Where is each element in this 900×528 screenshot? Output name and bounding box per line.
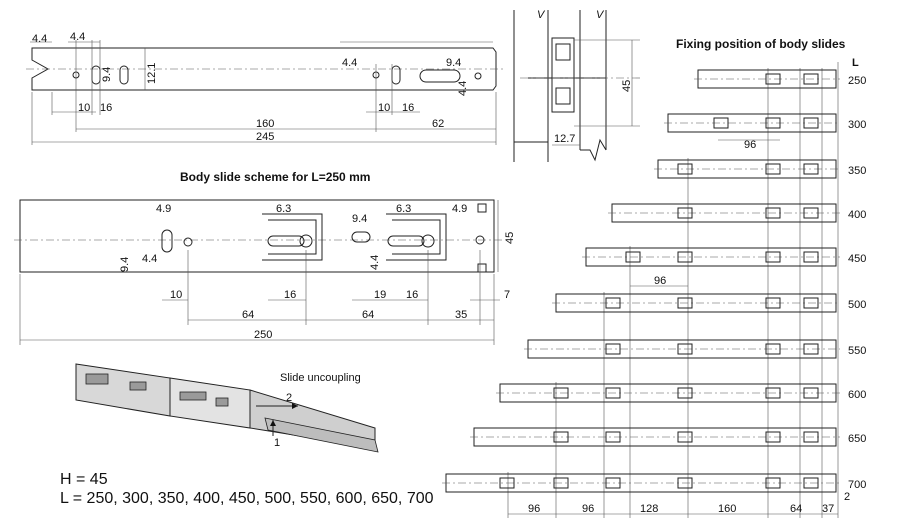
dim-label: 10 xyxy=(170,289,182,301)
dim-label: 4.4 xyxy=(32,33,47,45)
dim-label: 96 xyxy=(654,275,666,287)
dim-label: 16 xyxy=(402,102,414,114)
dim-label: 10 xyxy=(378,102,390,114)
dim-label: 45 xyxy=(621,80,633,92)
top-rail-dims: 4.4 4.4 9.4 12.1 10 16 4.4 9.4 4.4 10 16… xyxy=(32,31,469,143)
arrow-1-label: 1 xyxy=(274,437,280,449)
illustration-caption: Slide uncoupling xyxy=(280,372,361,384)
dim-label: 62 xyxy=(432,118,444,130)
length-label-500: 500 xyxy=(848,299,866,311)
dim-label: 4.4 xyxy=(142,253,157,265)
spec-height: H = 45 xyxy=(60,471,108,488)
length-label-700: 700 xyxy=(848,479,866,491)
dim-label: 4.4 xyxy=(457,81,469,96)
fixing-length-labels: 250 300 350 400 450 500 550 600 650 700 xyxy=(848,75,866,491)
dim-label: 12.1 xyxy=(146,63,158,84)
dim-label: 37 xyxy=(822,503,834,515)
dim-label: 128 xyxy=(640,503,658,515)
dim-label: 6.3 xyxy=(396,203,411,215)
fixing-positions xyxy=(442,62,840,518)
spec-lengths: L = 250, 300, 350, 400, 450, 500, 550, 6… xyxy=(60,490,434,507)
length-label-600: 600 xyxy=(848,389,866,401)
length-label-450: 450 xyxy=(848,253,866,265)
dim-label: 160 xyxy=(718,503,736,515)
length-column-header: L xyxy=(852,57,859,69)
length-label-300: 300 xyxy=(848,119,866,131)
dim-label: 250 xyxy=(254,329,272,341)
length-label-250: 250 xyxy=(848,75,866,87)
side-section-view xyxy=(513,10,640,162)
dim-label: 4.4 xyxy=(70,31,85,43)
top-rail-view xyxy=(26,40,505,145)
dim-label: 19 xyxy=(374,289,386,301)
length-label-350: 350 xyxy=(848,165,866,177)
length-label-400: 400 xyxy=(848,209,866,221)
fixing-title: Fixing position of body slides xyxy=(676,37,846,51)
body-scheme-dims: 4.9 6.3 9.4 6.3 4.9 45 9.4 4.4 4.4 10 16… xyxy=(119,203,516,341)
dim-label: 4.4 xyxy=(369,255,381,270)
fixing-dims: 96 96 96 96 128 160 64 37 2 xyxy=(528,139,850,515)
dim-label: 64 xyxy=(242,309,254,321)
dim-label: 9.4 xyxy=(101,67,113,82)
dim-label: 9.4 xyxy=(119,257,131,272)
dim-label: 2 xyxy=(844,491,850,503)
dim-label: 9.4 xyxy=(352,213,367,225)
arrow-2-label: 2 xyxy=(286,392,292,404)
dim-label: 4.9 xyxy=(156,203,171,215)
dim-label: 64 xyxy=(790,503,802,515)
dim-label: V xyxy=(596,9,605,21)
slide-illustration xyxy=(75,363,379,453)
dim-label: 96 xyxy=(744,139,756,151)
body-slide-scheme xyxy=(14,199,502,345)
dim-label: 16 xyxy=(100,102,112,114)
dim-label: 64 xyxy=(362,309,374,321)
dim-label: 9.4 xyxy=(446,57,461,69)
dim-label: 10 xyxy=(78,102,90,114)
dim-label: V xyxy=(537,9,546,21)
dim-label: 6.3 xyxy=(276,203,291,215)
dim-label: 96 xyxy=(582,503,594,515)
dim-label: 7 xyxy=(504,289,510,301)
body-scheme-title: Body slide scheme for L=250 mm xyxy=(180,170,370,184)
dim-label: 4.9 xyxy=(452,203,467,215)
length-label-550: 550 xyxy=(848,345,866,357)
dim-label: 12.7 xyxy=(554,133,575,145)
dim-label: 96 xyxy=(528,503,540,515)
dim-label: 45 xyxy=(504,232,516,244)
length-label-650: 650 xyxy=(848,433,866,445)
dim-label: 16 xyxy=(406,289,418,301)
dim-label: 16 xyxy=(284,289,296,301)
dim-label: 4.4 xyxy=(342,57,357,69)
dim-label: 160 xyxy=(256,118,274,130)
dim-label: 245 xyxy=(256,131,274,143)
side-section-dims: V V 45 12.7 xyxy=(537,9,633,145)
dim-label: 35 xyxy=(455,309,467,321)
